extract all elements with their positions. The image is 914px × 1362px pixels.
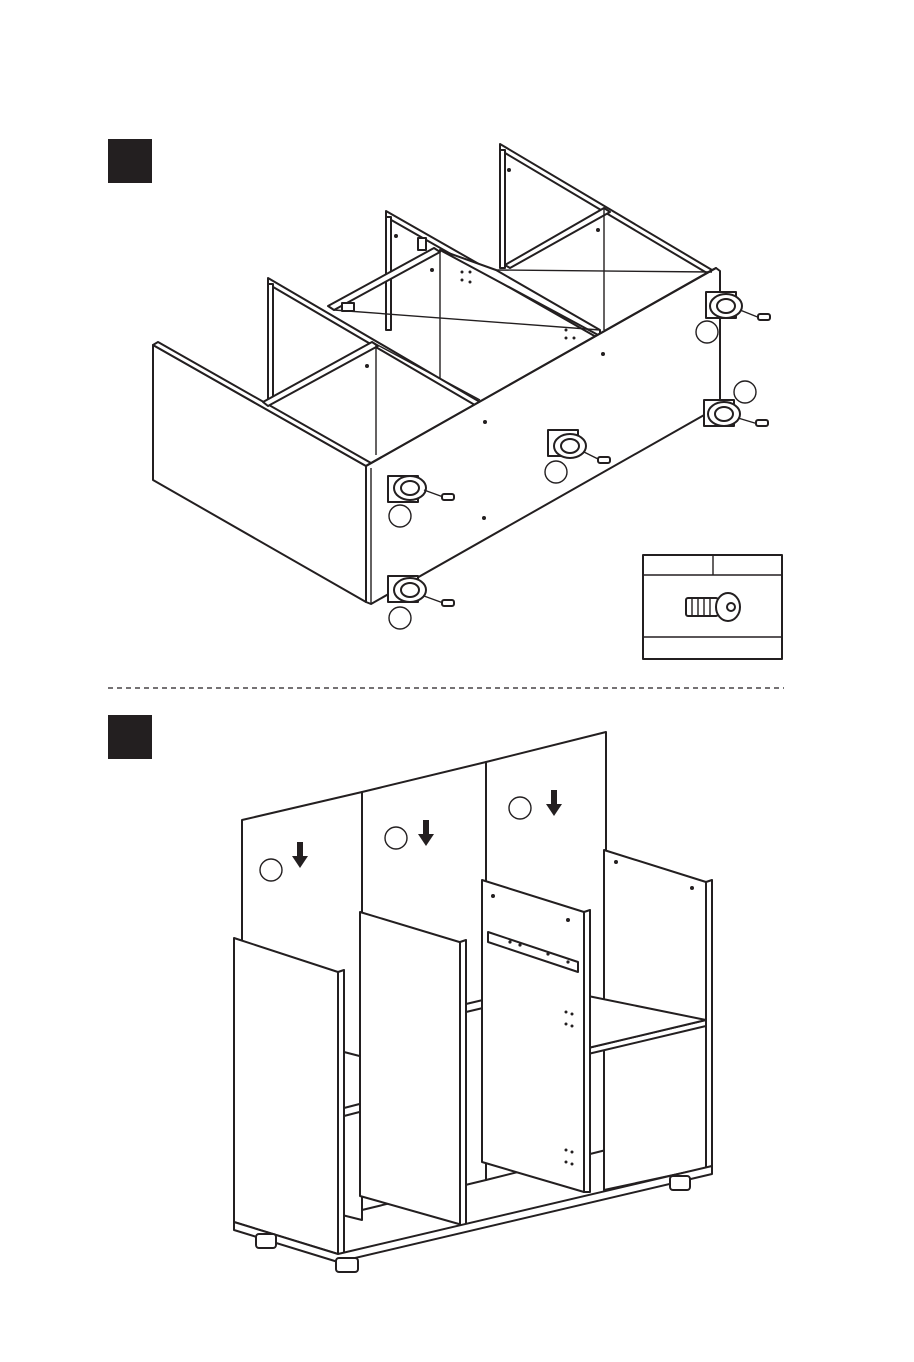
hardware-table <box>643 555 782 659</box>
cabinet-upside-down-drawing <box>153 144 720 604</box>
step-2-badge-icon <box>108 715 152 759</box>
screw-icon <box>686 593 740 621</box>
step-1-badge-icon <box>108 139 152 183</box>
leg-foot-icon-4 <box>696 292 770 343</box>
leg-foot-icon-2 <box>388 576 454 629</box>
cabinet-upright-drawing <box>234 732 712 1272</box>
